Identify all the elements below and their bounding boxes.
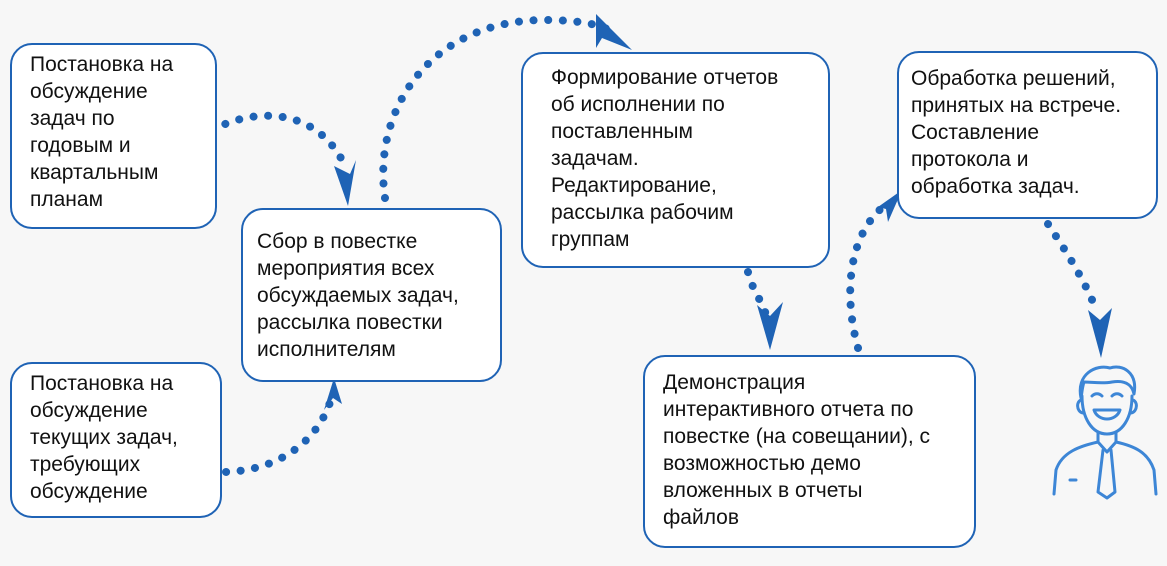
- step-annual-quarterly-tasks: Постановка на обсуждение задач по годовы…: [10, 43, 217, 229]
- arrowhead-n1-to-n3: [334, 160, 356, 206]
- arrow-n2-to-n3: [222, 392, 336, 476]
- person-icon: [1052, 365, 1158, 500]
- step-decision-processing: Обработка решений, принятых на встрече. …: [897, 51, 1158, 219]
- step-interactive-report-demo: Демонстрация интерактивного отчета по по…: [643, 355, 976, 548]
- arrowhead-n4-to-n5: [757, 302, 783, 350]
- step-agenda-collection: Сбор в повестке мероприятия всех обсужда…: [241, 208, 502, 382]
- arrow-n6-to-person: [1044, 220, 1101, 316]
- arrow-n1-to-n3: [208, 111, 350, 172]
- arrow-n3-to-n4: [379, 15, 619, 202]
- arrowhead-n3-to-n4: [596, 14, 632, 50]
- step-report-generation: Формирование отчетов об исполнении по по…: [521, 52, 830, 268]
- arrowhead-n5-to-n6: [878, 190, 902, 222]
- arrowhead-n2-to-n3: [324, 378, 342, 410]
- step-current-tasks: Постановка на обсуждение текущих задач, …: [10, 362, 222, 518]
- arrowhead-n6-to-person: [1088, 308, 1112, 358]
- arrow-n5-to-n6: [846, 199, 892, 352]
